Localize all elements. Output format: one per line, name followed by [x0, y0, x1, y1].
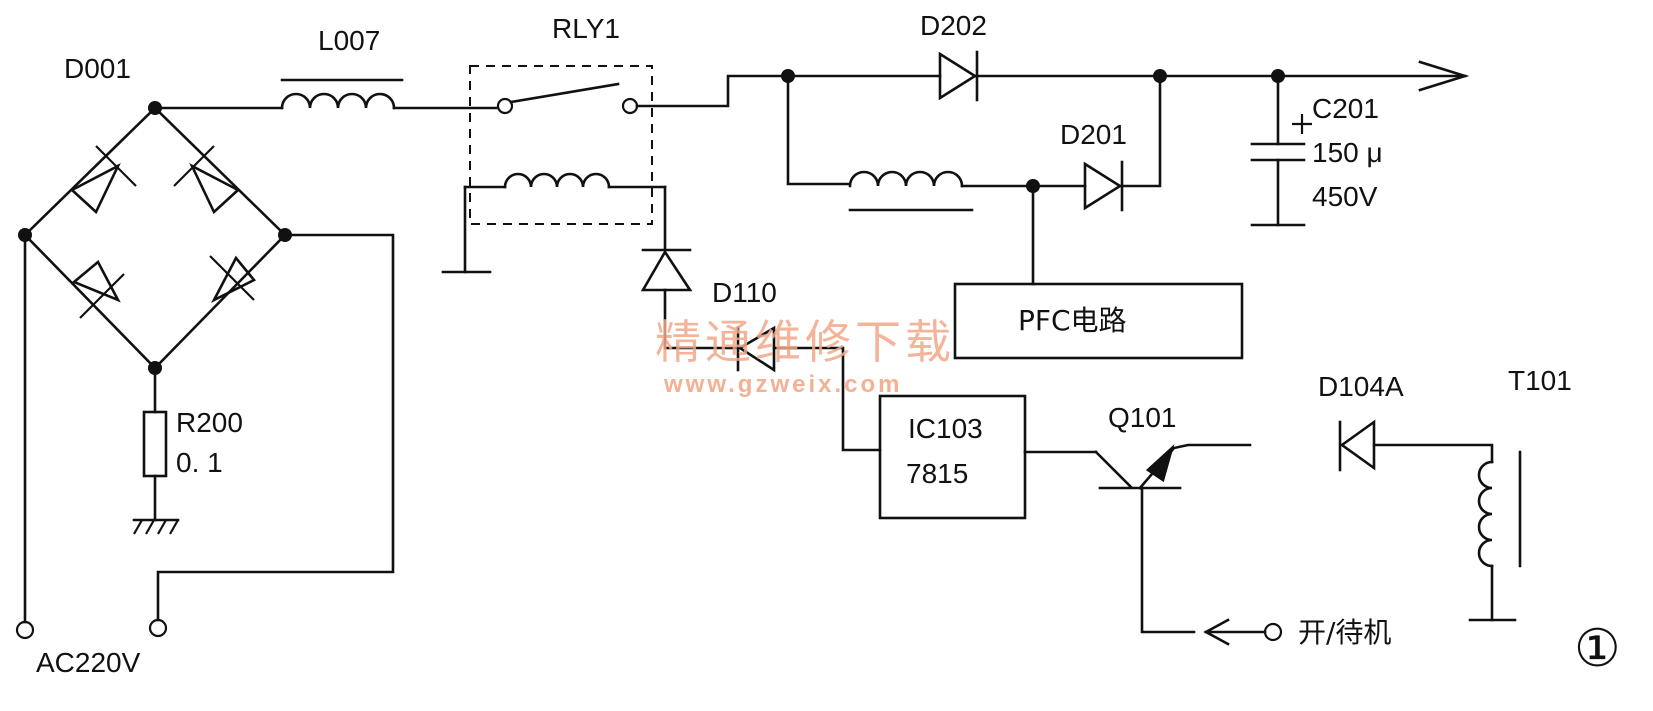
label-d104a: D104A	[1318, 371, 1404, 402]
label-c201: C201	[1312, 93, 1379, 124]
pfc-inductor-branch	[786, 74, 1087, 286]
standby-terminal	[1263, 622, 1283, 642]
label-c201-capacitance: 150 μ	[1312, 137, 1383, 168]
label-ic103: IC103	[908, 413, 983, 444]
label-q101: Q101	[1108, 402, 1177, 433]
watermark: 精通维修下载 www.gzweix.com	[655, 315, 955, 398]
diode-d201	[1083, 74, 1162, 212]
label-rly1: RLY1	[552, 13, 620, 44]
label-r200-value: 0. 1	[176, 447, 223, 478]
watermark-url: www.gzweix.com	[663, 371, 903, 398]
label-d001: D001	[64, 53, 131, 84]
label-c201-voltage: 450V	[1312, 181, 1378, 212]
resistor-r200	[132, 366, 180, 535]
label-t101: T101	[1508, 365, 1572, 396]
label-d202: D202	[920, 10, 987, 41]
diode-d110	[640, 185, 882, 452]
label-ic103-part: 7815	[906, 458, 968, 489]
ac-input-wiring	[15, 233, 395, 640]
bridge-diode-lower-right	[209, 255, 257, 303]
relay-rly1	[441, 65, 667, 274]
ac-terminal-left	[15, 620, 35, 640]
capacitor-c201	[1250, 74, 1312, 227]
bridge-diode-upper-left	[69, 145, 137, 215]
label-power-standby: 开/待机	[1298, 616, 1391, 649]
inductor-l007	[153, 78, 498, 110]
bridge-diode-upper-right	[173, 145, 241, 215]
ac-terminal-right	[148, 618, 168, 638]
transformer-t101	[1468, 450, 1522, 622]
bridge-rectifier-d001	[18, 101, 292, 375]
label-r200: R200	[176, 407, 243, 438]
label-d110: D110	[712, 277, 777, 308]
figure-number: ①	[1574, 619, 1621, 679]
transistor-q101	[1094, 443, 1283, 646]
label-l007: L007	[318, 25, 380, 56]
label-d201: D201	[1060, 119, 1127, 150]
diode-d202	[938, 50, 979, 102]
regulator-ic103	[878, 394, 1098, 520]
pfc-circuit-block	[953, 282, 1244, 360]
bridge-diode-lower-left	[71, 259, 125, 319]
diode-d104a	[1338, 419, 1494, 472]
label-pfc-circuit: PFC电路	[1018, 304, 1127, 337]
label-ac-input: AC220V	[36, 647, 141, 678]
watermark-title: 精通维修下载	[655, 315, 955, 369]
